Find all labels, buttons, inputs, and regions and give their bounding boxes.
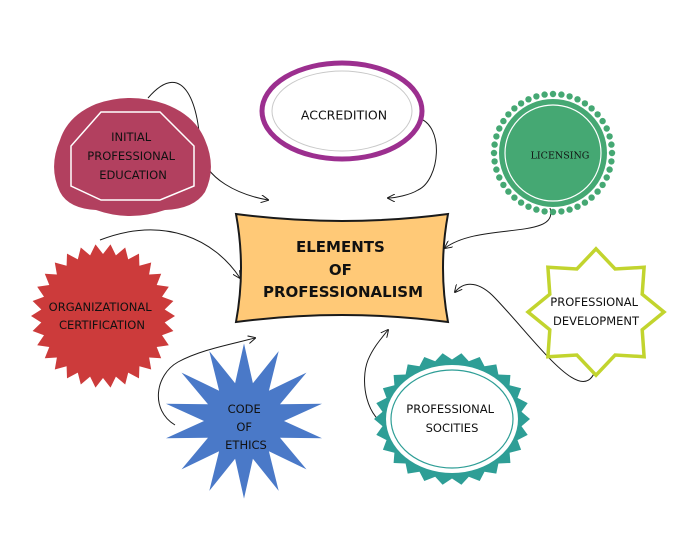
licensing-border-dot [566, 93, 573, 100]
licensing-border-dot [594, 188, 601, 195]
initial-education-label: INITIAL PROFESSIONAL EDUCATION [87, 130, 178, 182]
professional-development-label: PROFESSIONAL DEVELOPMENT [550, 295, 641, 328]
licensing-border-dot [511, 194, 518, 201]
node-professional-societies: PROFESSIONAL SOCITIES [374, 353, 530, 485]
licensing-border-dot [574, 96, 581, 103]
licensing-inner-border [504, 104, 602, 202]
licensing-border-dot [525, 96, 532, 103]
licensing-border-dot [541, 91, 548, 98]
licensing-border-dot [549, 90, 557, 98]
node-accreditation: ACCREDITION [259, 60, 425, 162]
organizational-certification-label: ORGANIZATIONAL CERTIFICATION [49, 300, 156, 332]
licensing-border-dot [505, 188, 512, 195]
connectors [99, 81, 599, 429]
licensing-border-dot [599, 117, 606, 125]
licensing-border-dot [581, 100, 589, 107]
professional-societies-label: PROFESSIONAL SOCITIES [406, 402, 497, 435]
licensing-border-dot [517, 100, 525, 107]
professional-societies-inner-border [390, 369, 514, 469]
licensing-border-dot [603, 174, 610, 181]
licensing-border-dot [493, 133, 500, 140]
accreditation-label: ACCREDITION [301, 108, 387, 123]
licensing-circle [499, 99, 607, 207]
initial-education-shape [54, 98, 211, 216]
licensing-border-dot [566, 206, 573, 213]
node-center: ELEMENTS OF PROFESSIONALISM [234, 212, 450, 324]
licensing-border-dot [511, 105, 518, 112]
professional-societies-white-ring [386, 365, 518, 473]
licensing-label: LICENSING [531, 151, 590, 162]
licensing-border-dot [599, 181, 606, 189]
node-code-of-ethics: CODE OF ETHICS [166, 343, 322, 499]
initial-education-inner-border [70, 111, 195, 201]
code-of-ethics-star [166, 343, 322, 499]
connector-accreditation [388, 117, 437, 198]
licensing-border-dot [491, 158, 498, 165]
licensing-border-dot [606, 133, 613, 140]
licensing-border-dot [588, 194, 595, 201]
connector-professional-development [455, 283, 599, 382]
node-professional-development: PROFESSIONAL DEVELOPMENT [525, 246, 667, 378]
licensing-border-dot [533, 206, 540, 213]
licensing-border-dot [493, 166, 500, 173]
licensing-border-dot [581, 199, 589, 206]
connector-licensing [445, 207, 552, 248]
licensing-dotted-border [490, 90, 616, 216]
licensing-border-dot [549, 208, 557, 216]
licensing-border-dot [574, 203, 581, 210]
licensing-border-dot [603, 125, 610, 132]
licensing-border-dot [525, 203, 532, 210]
licensing-border-dot [533, 93, 540, 100]
licensing-border-dot [594, 111, 601, 118]
licensing-border-dot [588, 105, 595, 112]
licensing-border-dot [500, 117, 507, 125]
connector-code-of-ethics [158, 338, 255, 426]
licensing-border-dot [505, 111, 512, 118]
licensing-border-dot [496, 174, 503, 181]
licensing-border-dot [541, 208, 548, 215]
licensing-border-dot [608, 158, 615, 165]
licensing-border-dot [606, 166, 613, 173]
node-initial-education: INITIAL PROFESSIONAL EDUCATION [54, 98, 211, 216]
center-label: ELEMENTS OF PROFESSIONALISM [263, 238, 423, 301]
node-organizational-certification: ORGANIZATIONAL CERTIFICATION [31, 244, 175, 388]
organizational-certification-seal [31, 244, 175, 388]
licensing-border-dot [490, 149, 498, 157]
licensing-border-dot [517, 199, 525, 206]
licensing-border-dot [608, 141, 615, 148]
licensing-border-dot [558, 91, 565, 98]
professional-development-star [525, 246, 667, 378]
connector-professional-societies [364, 330, 393, 429]
accreditation-outer-ring [259, 60, 425, 162]
node-licensing: LICENSING [490, 90, 616, 216]
center-panel [234, 212, 450, 324]
accreditation-inner-ring [271, 70, 413, 152]
licensing-border-dot [558, 208, 565, 215]
licensing-border-dot [500, 181, 507, 189]
licensing-border-dot [496, 125, 503, 132]
licensing-border-dot [491, 141, 498, 148]
licensing-border-dot [608, 149, 616, 157]
code-of-ethics-label: CODE OF ETHICS [225, 402, 267, 452]
connector-organizational-certification [99, 229, 240, 278]
